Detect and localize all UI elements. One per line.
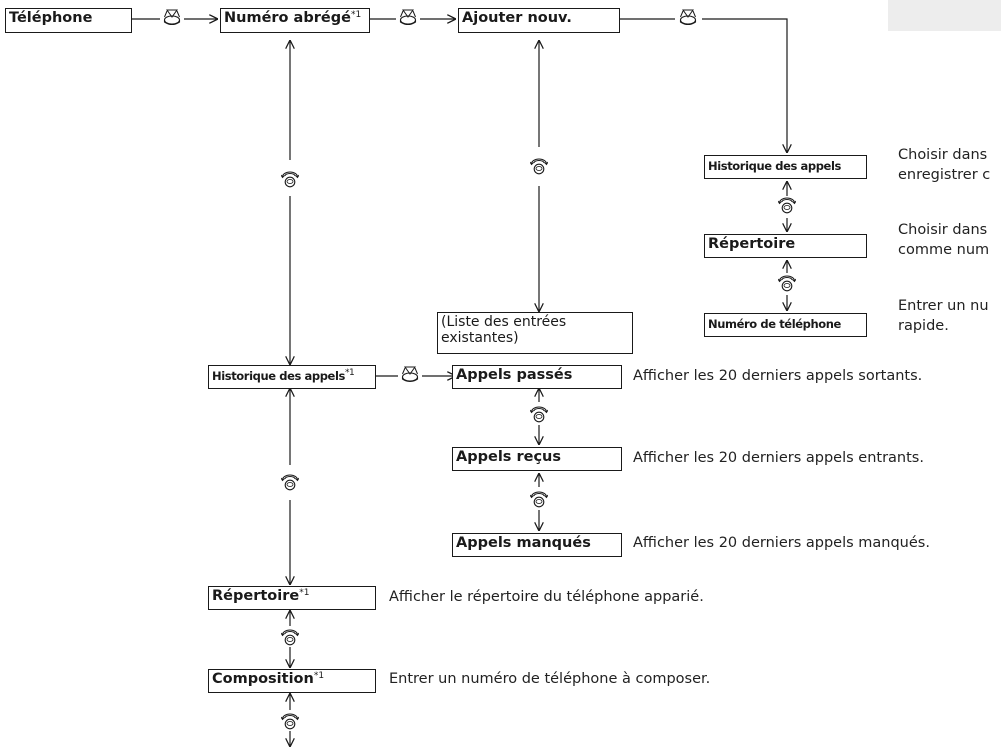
footnote-mark: *1 [344, 368, 355, 378]
rotate-knob-icon [281, 713, 299, 730]
desc-repertoire: Afficher le répertoire du téléphone appa… [389, 589, 704, 605]
box-label: Numéro abrégé [224, 10, 351, 26]
press-knob-icon [401, 366, 419, 383]
desc-numero-telephone-1: Entrer un nu [898, 298, 989, 314]
box-label: (Liste des entrées existantes) [441, 314, 567, 346]
box-liste-entrees: (Liste des entrées existantes) [437, 312, 633, 354]
box-label: Appels passés [456, 367, 573, 383]
rotate-knob-icon [778, 275, 796, 292]
box-composition: Composition*1 [208, 669, 376, 693]
box-label: Numéro de téléphone [708, 317, 841, 331]
box-telephone: Téléphone [5, 8, 132, 33]
desc-composition: Entrer un numéro de téléphone à composer… [389, 671, 711, 687]
box-label: Historique des appels [212, 369, 345, 383]
desc-appels-passes: Afficher les 20 derniers appels sortants… [633, 368, 923, 384]
box-label: Historique des appels [708, 159, 841, 173]
box-label: Téléphone [9, 10, 93, 26]
rotate-knob-icon [281, 171, 299, 188]
box-historique-appels: Historique des appels*1 [208, 365, 376, 389]
desc-repertoire-top-1: Choisir dans [898, 222, 988, 238]
desc-historique-top-1: Choisir dans [898, 147, 988, 163]
box-appels-passes: Appels passés [452, 365, 622, 389]
box-repertoire: Répertoire*1 [208, 586, 376, 610]
box-label: Appels reçus [456, 449, 561, 465]
arrow-to-historique-top [702, 18, 787, 153]
rotate-knob-icon [530, 158, 548, 175]
box-label: Ajouter nouv. [462, 10, 572, 26]
box-appels-recus: Appels reçus [452, 447, 622, 471]
box-numero-abrege: Numéro abrégé*1 [220, 8, 370, 33]
box-historique-appels-top: Historique des appels [704, 155, 867, 179]
rotate-knob-icon [281, 629, 299, 646]
rotate-knob-icon [778, 197, 796, 214]
page-corner-tab [888, 0, 1001, 31]
desc-appels-manques: Afficher les 20 derniers appels manqués. [633, 535, 930, 551]
box-label: Appels manqués [456, 535, 591, 551]
box-label: Composition [212, 671, 314, 687]
press-knob-icon [399, 9, 417, 26]
press-knob-icon [679, 9, 697, 26]
box-ajouter-nouv: Ajouter nouv. [458, 8, 620, 33]
box-label: Répertoire [708, 236, 796, 252]
desc-appels-recus: Afficher les 20 derniers appels entrants… [633, 450, 924, 466]
desc-repertoire-top-2: comme num [898, 242, 990, 258]
rotate-knob-icon [530, 491, 548, 508]
footnote-mark: *1 [299, 588, 310, 598]
rotate-knob-icon [530, 406, 548, 423]
footnote-mark: *1 [313, 671, 325, 681]
desc-historique-top-2: enregistrer c [898, 167, 991, 183]
footnote-mark: *1 [350, 10, 362, 20]
box-numero-telephone: Numéro de téléphone [704, 313, 867, 337]
box-appels-manques: Appels manqués [452, 533, 622, 557]
rotate-knob-icon [281, 474, 299, 491]
box-label: Répertoire [212, 588, 300, 604]
desc-numero-telephone-2: rapide. [898, 318, 949, 334]
box-repertoire-top: Répertoire [704, 234, 867, 258]
press-knob-icon [163, 9, 181, 26]
